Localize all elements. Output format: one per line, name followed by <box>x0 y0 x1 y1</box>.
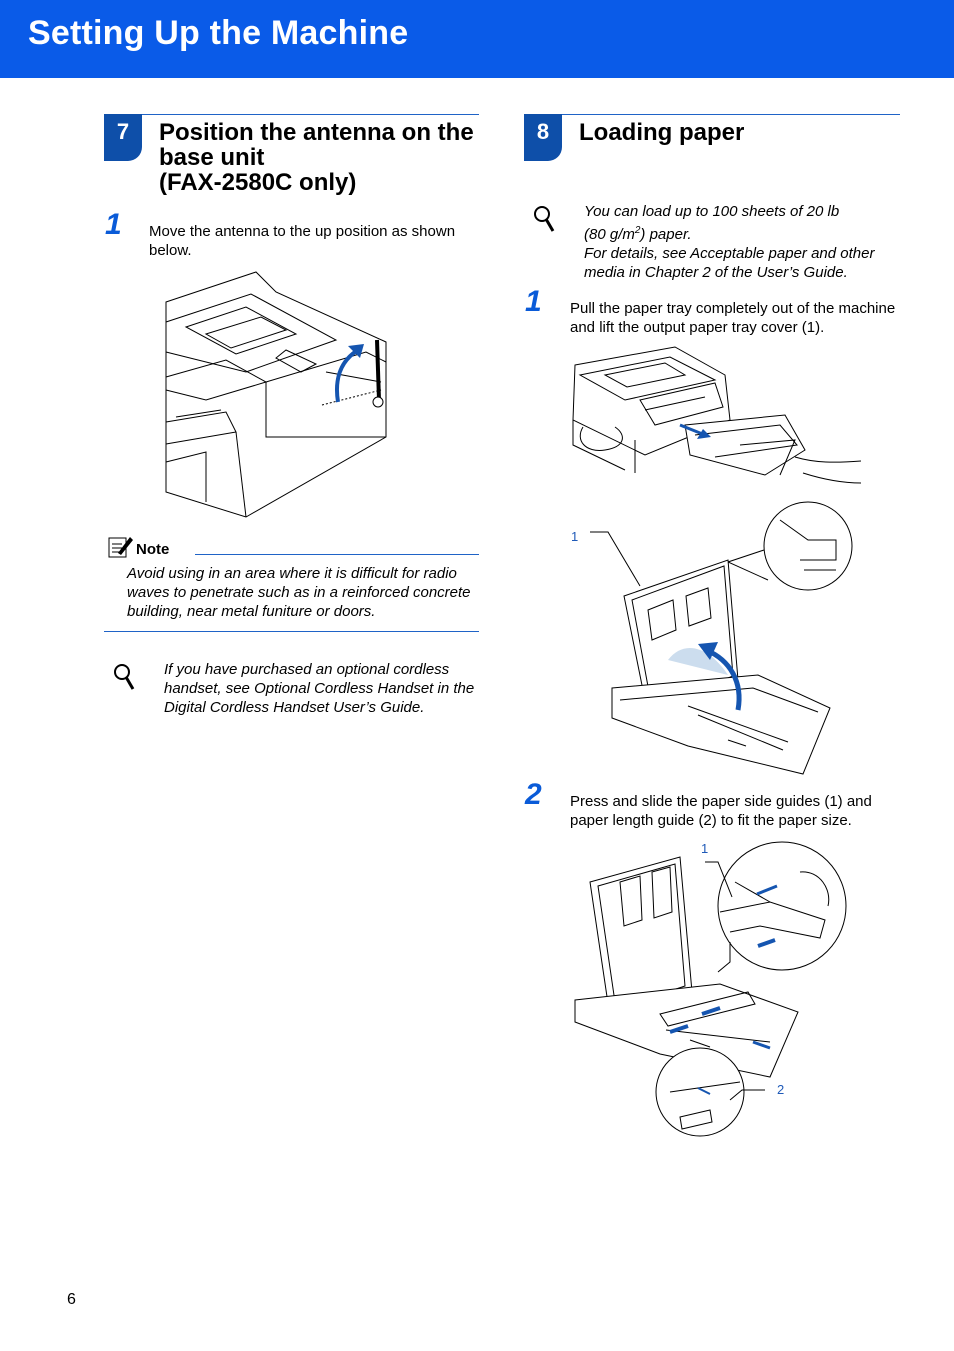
fax-tray-illustration <box>572 346 862 484</box>
tip-line-2-pre: (80 g/m <box>584 226 635 243</box>
section-7-title: Position the antenna on the base unit (F… <box>159 119 474 196</box>
note-text: Avoid using in an area where it is diffi… <box>127 565 471 620</box>
page-title: Setting Up the Machine <box>28 14 409 52</box>
tip-line-1: You can load up to 100 sheets of 20 lb <box>584 203 840 220</box>
slide-arrow-4 <box>701 1006 721 1016</box>
page-number: 6 <box>67 1291 76 1308</box>
callout-fig2-1: 1 <box>701 841 709 856</box>
substep-8-1-text: Pull the paper tray completely out of th… <box>570 300 896 336</box>
step-8-tab: 8 <box>524 114 562 161</box>
note-bottom-rule <box>104 631 479 632</box>
slide-arrow-6 <box>697 1087 711 1095</box>
note-top-rule <box>195 554 479 555</box>
section-7-rule <box>104 114 479 115</box>
substep-8-1-number: 1 <box>525 285 542 318</box>
callout-fig1-1: 1 <box>571 529 579 544</box>
header-bar: Setting Up the Machine <box>0 0 954 78</box>
tip-line-2-post: ) paper. <box>640 226 692 243</box>
slide-arrow-5 <box>752 1040 771 1050</box>
step-7-tab: 7 <box>104 114 142 161</box>
note-label: Note <box>136 541 170 558</box>
substep-7-1-text: Move the antenna to the up position as s… <box>149 223 456 259</box>
callout-fig2-2: 2 <box>777 1082 785 1097</box>
output-tray-illustration <box>590 501 853 775</box>
magnifier-icon <box>534 206 555 232</box>
magnifier-icon <box>114 664 135 690</box>
substep-8-2-number: 2 <box>525 778 542 811</box>
antenna-illustration <box>165 271 387 518</box>
substep-8-2-text: Press and slide the paper side guides (1… <box>570 793 872 829</box>
tip-cordless-text: If you have purchased an optional cordle… <box>164 661 475 716</box>
slide-arrow-2 <box>757 938 776 948</box>
slide-arrow-3 <box>669 1024 689 1034</box>
tip-line-2-sup: 2 <box>634 225 641 236</box>
section-8-title: Loading paper <box>579 119 745 146</box>
tip-line-3: For details, see Acceptable paper and ot… <box>584 245 875 281</box>
substep-7-1-number: 1 <box>105 208 122 241</box>
up-arrow <box>335 348 360 403</box>
section-8-rule <box>524 114 900 115</box>
tip-paper-capacity: You can load up to 100 sheets of 20 lb (… <box>584 202 904 282</box>
slide-arrow-1 <box>756 884 778 896</box>
antenna-rod <box>375 339 381 401</box>
paper-guides-illustration <box>574 841 847 1137</box>
note-pencil-icon <box>108 537 133 558</box>
